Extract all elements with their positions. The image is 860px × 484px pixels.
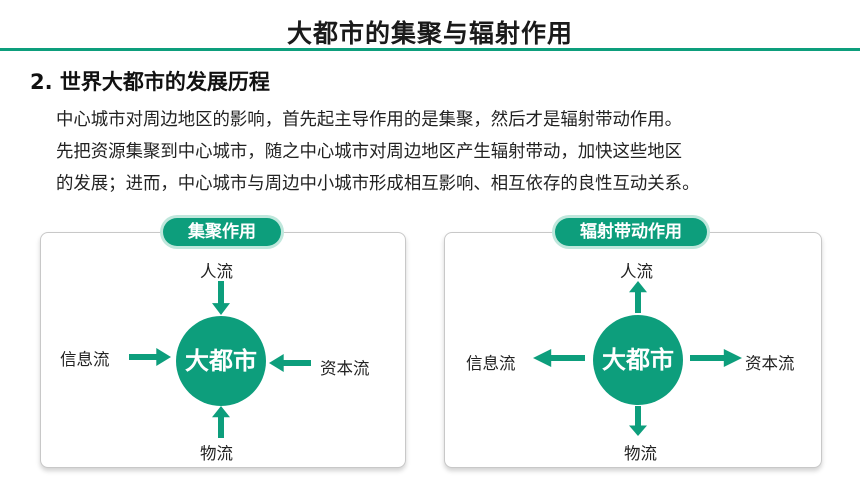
- body-paragraph: 中心城市对周边地区的影响，首先起主导作用的是集聚，然后才是辐射带动作用。 先把资…: [56, 104, 846, 200]
- agglomeration-left-label: 信息流: [60, 350, 110, 369]
- paragraph-line: 的发展；进而，中心城市与周边中小城市形成相互影响、相互依存的良性互动关系。: [56, 174, 700, 194]
- arrow-inward-icon: [212, 406, 230, 438]
- radiation-right-label: 资本流: [745, 354, 795, 373]
- page-title: 大都市的集聚与辐射作用: [286, 19, 573, 48]
- agglomeration-bottom-label: 物流: [200, 444, 233, 463]
- arrow-outward-icon: [629, 281, 647, 313]
- arrow-outward-icon: [629, 406, 647, 436]
- arrow-inward-icon: [212, 281, 230, 315]
- paragraph-line: 先把资源集聚到中心城市，随之中心城市对周边地区产生辐射带动，加快这些地区: [56, 142, 683, 162]
- arrow-outward-icon: [533, 349, 585, 367]
- radiation-bottom-label: 物流: [624, 444, 657, 463]
- arrow-outward-icon: [690, 349, 742, 367]
- agglomeration-right-label: 资本流: [320, 359, 370, 378]
- radiation-left-label: 信息流: [466, 354, 516, 373]
- agglomeration-center-circle: 大都市: [176, 316, 266, 406]
- title-underline: [0, 48, 860, 51]
- radiation-center-circle: 大都市: [593, 315, 683, 405]
- paragraph-line: 中心城市对周边地区的影响，首先起主导作用的是集聚，然后才是辐射带动作用。: [56, 110, 683, 130]
- section-heading: 2. 世界大都市的发展历程: [30, 70, 270, 94]
- agglomeration-badge: 集聚作用: [163, 218, 281, 246]
- radiation-badge: 辐射带动作用: [555, 218, 707, 246]
- agglomeration-top-label: 人流: [200, 262, 233, 281]
- arrow-inward-icon: [129, 348, 171, 366]
- radiation-top-label: 人流: [620, 262, 653, 281]
- arrow-inward-icon: [269, 354, 311, 372]
